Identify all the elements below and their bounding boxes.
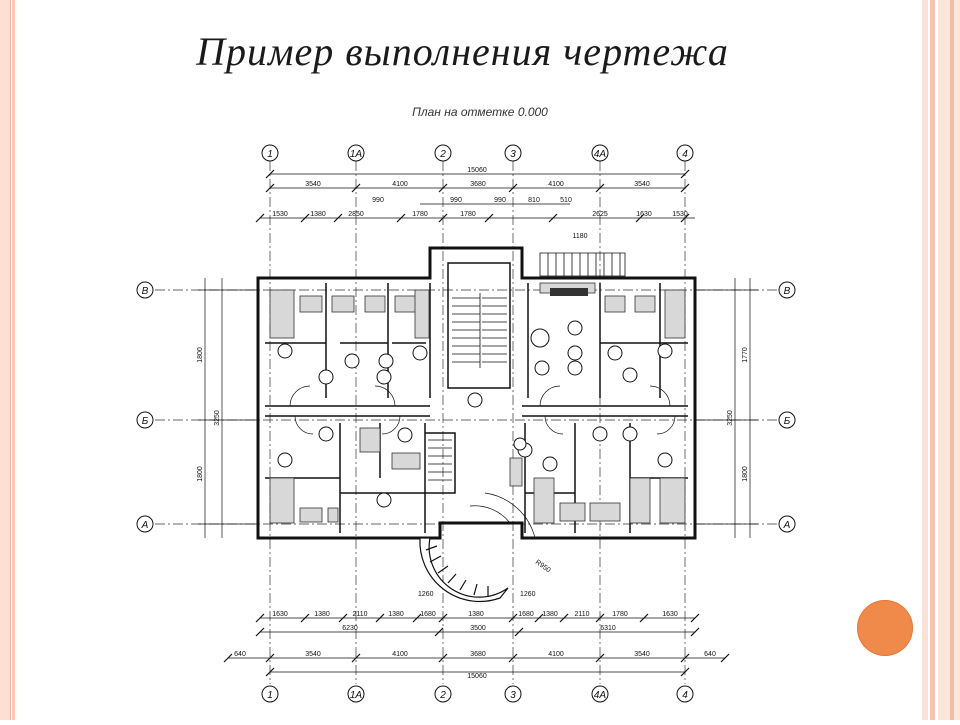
axis-label-top: 4А: [594, 149, 607, 160]
slide-title: Пример выполнения чертежа: [196, 29, 729, 74]
axis-label-right: А: [783, 520, 791, 531]
plan-subtitle: План на отметке 0.000: [412, 105, 548, 119]
dim-bottom-total: 15060: [467, 673, 487, 680]
dim-bottom: 1680: [420, 611, 436, 618]
axis-label-bottom: 3: [510, 690, 516, 701]
dim-bottom: 3500: [470, 625, 486, 632]
dim-top: 990: [450, 197, 462, 204]
dim-left: 1800: [197, 347, 204, 363]
dim-bottom: 2110: [352, 611, 367, 618]
dim-top: 1380: [310, 211, 326, 218]
dim-top: 510: [560, 197, 572, 204]
axis-label-top: 1А: [350, 149, 363, 160]
dim-bottom: 1380: [468, 611, 484, 618]
porch-label: R950: [534, 559, 552, 574]
dim-bottom: 1380: [388, 611, 404, 618]
floor-plan-svg: План на отметке 0.000 1 1А 2 3 4А 4 1 1А…: [136, 105, 796, 703]
axis-label-left: А: [141, 520, 149, 531]
dim-top: 3540: [305, 181, 321, 188]
dim-bottom: 1680: [518, 611, 534, 618]
dim-bottom: 3680: [470, 651, 486, 658]
axis-label-bottom: 2: [439, 690, 446, 701]
dim-right: 1770: [742, 347, 749, 363]
slide-frame-left-stripe: [12, 0, 15, 720]
floor-plan-drawing: План на отметке 0.000 1 1А 2 3 4А 4 1 1А…: [130, 98, 810, 725]
dim-top: 4100: [392, 181, 408, 188]
slide-frame-right: [922, 0, 960, 720]
dim-bottom: 3540: [634, 651, 650, 658]
dim-top: 1780: [412, 211, 428, 218]
axis-label-top: 3: [510, 149, 516, 160]
dim-bottom: 6230: [342, 625, 358, 632]
dim-porch: 1260: [520, 591, 536, 598]
dim-top: 2850: [348, 211, 364, 218]
decorative-circle: [857, 600, 913, 656]
dim-top: 2625: [592, 211, 608, 218]
dim-bottom: 4100: [392, 651, 408, 658]
dim-top: 3540: [634, 181, 650, 188]
dim-bottom: 3540: [305, 651, 321, 658]
dim-top: 1780: [460, 211, 476, 218]
axis-label-right: В: [784, 286, 791, 297]
slide-frame-left: [0, 0, 11, 720]
dim-top: 990: [372, 197, 384, 204]
dim-bottom: 1630: [272, 611, 288, 618]
dim-bottom: 2110: [574, 611, 589, 618]
dim-top: 4100: [548, 181, 564, 188]
dim-bottom: 6310: [600, 625, 616, 632]
dim-bottom: 1630: [662, 611, 678, 618]
dim-top: 3680: [470, 181, 486, 188]
axis-label-bottom: 4: [682, 690, 688, 701]
axis-label-right: Б: [784, 416, 791, 427]
dim-left: 3250: [214, 410, 221, 426]
dim-right: 3250: [727, 410, 734, 426]
dim-top: 990: [494, 197, 506, 204]
dim-bottom: 4100: [548, 651, 564, 658]
dim-top: 1530: [672, 211, 688, 218]
axis-label-bottom: 1: [267, 690, 273, 701]
axis-label-bottom: 4А: [594, 690, 607, 701]
axis-label-left: В: [142, 286, 149, 297]
axis-label-top: 2: [439, 149, 446, 160]
dim-porch: 1260: [418, 591, 434, 598]
dim-bottom: 1380: [542, 611, 558, 618]
dim-left: 1800: [197, 466, 204, 482]
dim-bottom: 1380: [314, 611, 330, 618]
axis-label-top: 4: [682, 149, 688, 160]
dim-top-total: 15060: [467, 167, 487, 174]
dim-bottom-end: 640: [234, 651, 246, 658]
axis-label-left: Б: [142, 416, 149, 427]
dim-bottom: 1780: [612, 611, 628, 618]
axis-label-bottom: 1А: [350, 690, 363, 701]
axis-label-top: 1: [267, 149, 273, 160]
dim-top: 810: [528, 197, 540, 204]
dim-stair: 1180: [572, 233, 587, 240]
dim-top: 1630: [636, 211, 652, 218]
dim-top: 1530: [272, 211, 288, 218]
dim-right: 1800: [742, 466, 749, 482]
dim-bottom-end: 640: [704, 651, 716, 658]
